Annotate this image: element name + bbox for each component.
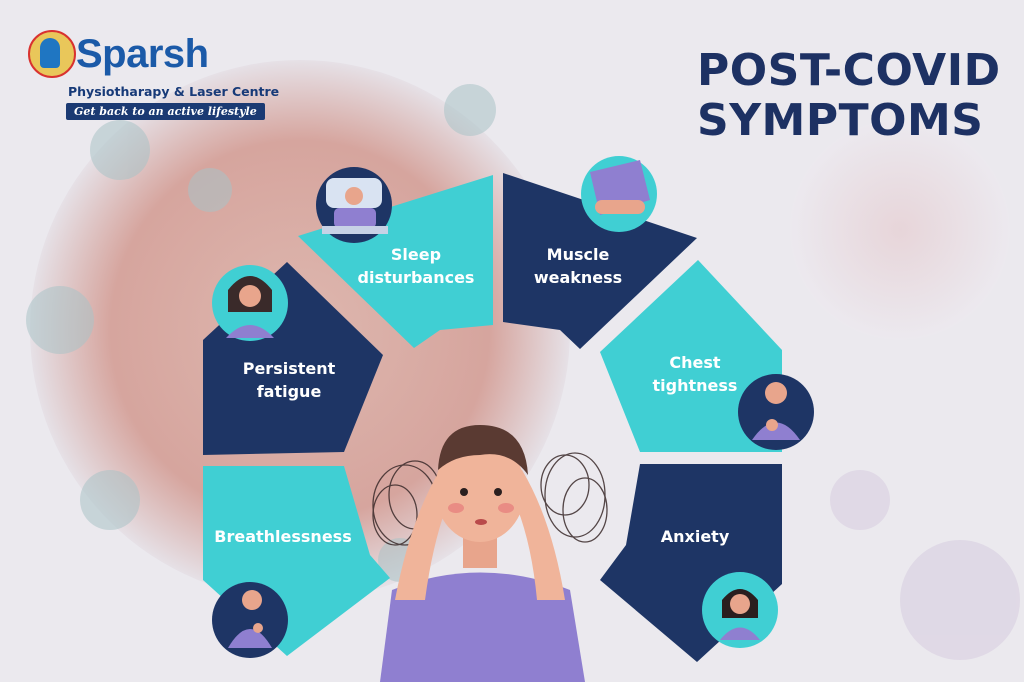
symptom-label-muscle-weakness: Muscle weakness [518, 243, 638, 289]
brand-tagline: Get back to an active lifestyle [66, 103, 265, 120]
sleeping-person-icon [316, 167, 392, 243]
segment-sleep-disturbances [298, 175, 493, 348]
page-title: POST-COVID SYMPTOMS [697, 46, 1001, 146]
label-line: tightness [652, 376, 738, 395]
label-line: fatigue [256, 382, 322, 401]
symptom-label-anxiety: Anxiety [640, 525, 750, 548]
arm-muscle-icon [581, 156, 657, 232]
label-line: weakness [533, 268, 623, 287]
stressed-person-illustration [372, 425, 608, 682]
symptom-label-sleep-disturbances: Sleep disturbances [356, 243, 476, 289]
label-line: Muscle [546, 245, 610, 264]
label-line: Chest [669, 353, 721, 372]
symptom-label-breathlessness: Breathlessness [213, 525, 353, 548]
segment-muscle-weakness [503, 173, 697, 349]
brand-logo: Sparsh Physiotharapy & Laser Centre Get … [24, 26, 279, 126]
brand-subtitle: Physiotharapy & Laser Centre [68, 84, 280, 99]
logo-emblem-icon [28, 30, 76, 78]
breathless-person-icon [212, 582, 288, 658]
symptom-label-persistent-fatigue: Persistent fatigue [229, 357, 349, 403]
chest-pain-icon [738, 374, 814, 450]
title-line-2: SYMPTOMS [697, 95, 984, 146]
label-line: Persistent [242, 359, 336, 378]
label-line: Sleep [390, 245, 442, 264]
brand-name: Sparsh [76, 32, 209, 76]
label-line: disturbances [357, 268, 475, 287]
symptom-label-chest-tightness: Chest tightness [635, 351, 755, 397]
tired-person-icon [212, 265, 288, 341]
anxious-person-icon [702, 572, 778, 648]
title-line-1: POST-COVID [697, 45, 1001, 96]
label-line: Breathlessness [214, 527, 352, 546]
label-line: Anxiety [660, 527, 730, 546]
segment-chest-tightness [600, 260, 782, 452]
